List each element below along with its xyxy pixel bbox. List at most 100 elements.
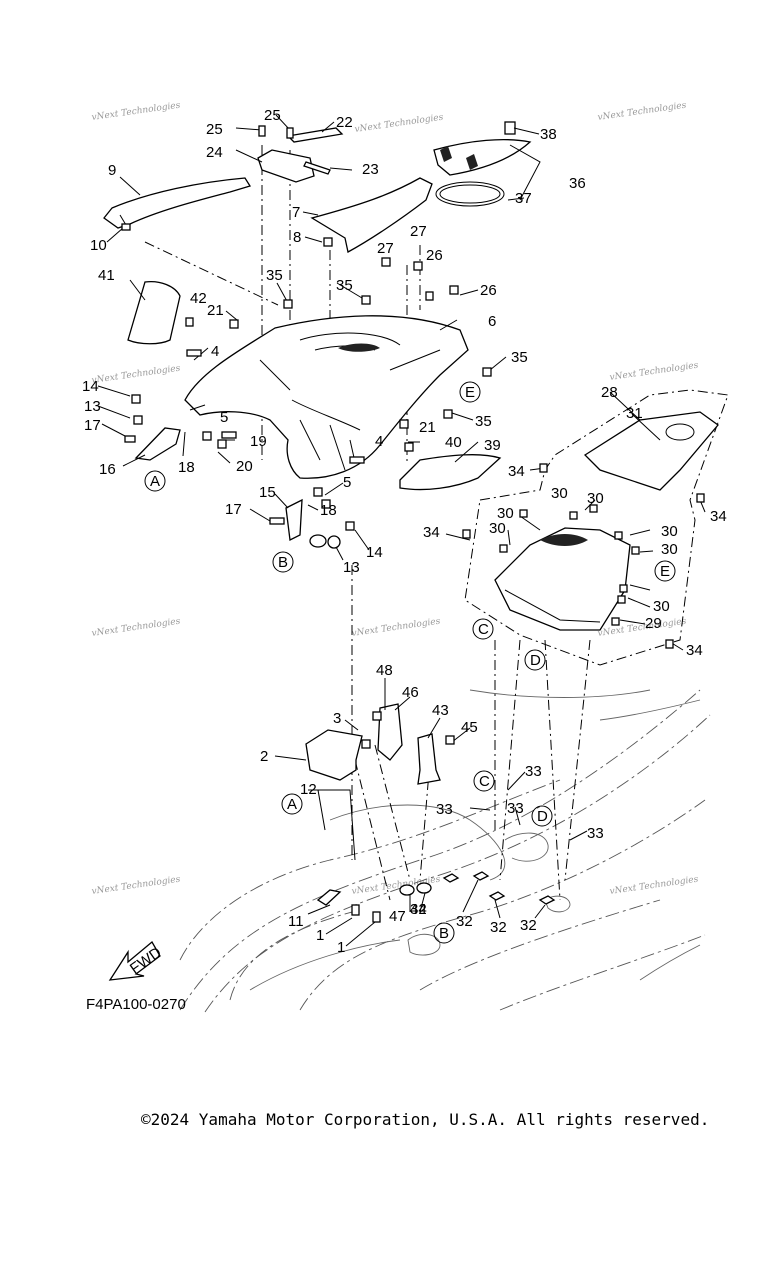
- callout-30: 30: [551, 485, 568, 502]
- callout-35: 35: [266, 267, 283, 284]
- ref-letter-b: B: [278, 554, 288, 571]
- ref-letter-d: D: [537, 808, 548, 825]
- part-23-strip: [303, 161, 331, 175]
- hardware: [121, 125, 705, 923]
- part-24-bracket: [257, 149, 315, 183]
- callout-1: 1: [316, 927, 324, 944]
- callout-36: 36: [569, 175, 586, 192]
- watermark: vNext Technologies: [609, 875, 699, 897]
- ref-letter-a: A: [150, 473, 160, 490]
- callout-10: 10: [90, 237, 107, 254]
- callout-38: 38: [540, 126, 557, 143]
- callout-32: 32: [490, 919, 507, 936]
- watermark: vNext Technologies: [597, 617, 687, 639]
- callout-47: 47: [389, 908, 406, 925]
- callout-33: 33: [507, 800, 524, 817]
- callout-44: 44: [410, 901, 427, 918]
- part-46-duct: [377, 703, 403, 761]
- callout-27: 27: [377, 240, 394, 257]
- callout-4: 4: [211, 343, 219, 360]
- callout-12: 12: [300, 781, 317, 798]
- callout-43: 43: [432, 702, 449, 719]
- callout-30: 30: [489, 520, 506, 537]
- callout-31: 31: [626, 405, 643, 422]
- callout-1: 1: [337, 939, 345, 956]
- callout-15: 15: [259, 484, 276, 501]
- part-43-duct: [417, 733, 441, 785]
- watermark: vNext Technologies: [609, 361, 699, 383]
- callout-40: 40: [445, 434, 462, 451]
- callout-35: 35: [475, 413, 492, 430]
- callout-14: 14: [82, 378, 99, 395]
- callout-30: 30: [497, 505, 514, 522]
- diagram-reference-code: F4PA100-0270: [86, 996, 186, 1013]
- ref-letter-d: D: [530, 652, 541, 669]
- callout-21: 21: [207, 302, 224, 319]
- watermark: vNext Technologies: [91, 101, 181, 123]
- part-39-cover: [399, 454, 502, 491]
- hull-outline: [179, 689, 711, 1013]
- fwd-arrow: FWD: [108, 941, 165, 981]
- parts-diagram: vNext Technologies vNext Technologies vN…: [82, 101, 729, 1013]
- part-15-bracket: [285, 498, 303, 541]
- callout-33: 33: [525, 763, 542, 780]
- part-2-tray: [305, 729, 363, 781]
- callout-35: 35: [336, 277, 353, 294]
- callout-33: 33: [436, 801, 453, 818]
- part-6-deck: [184, 315, 469, 479]
- callout-28: 28: [601, 384, 618, 401]
- callout-18: 18: [178, 459, 195, 476]
- callout-33: 33: [587, 825, 604, 842]
- callout-45: 45: [461, 719, 478, 736]
- callout-9: 9: [108, 162, 116, 179]
- callout-26: 26: [480, 282, 497, 299]
- callout-20: 20: [236, 458, 253, 475]
- callout-18: 18: [320, 502, 337, 519]
- watermark: vNext Technologies: [351, 617, 441, 639]
- callout-32: 32: [410, 901, 427, 918]
- callout-34: 34: [508, 463, 525, 480]
- callout-30: 30: [587, 490, 604, 507]
- part-22-plate: [286, 127, 344, 143]
- callout-26: 26: [426, 247, 443, 264]
- callout-37: 37: [515, 190, 532, 207]
- ref-letter-b: B: [439, 925, 449, 942]
- watermark: vNext Technologies: [91, 875, 181, 897]
- part-38-knob: [504, 121, 516, 135]
- callout-24: 24: [206, 144, 223, 161]
- callout-13: 13: [84, 398, 101, 415]
- part-41-mirror: [127, 280, 181, 345]
- watermark: vNext Technologies: [91, 364, 181, 386]
- leader-lines: [97, 114, 706, 947]
- ref-letter-a: A: [287, 796, 297, 813]
- callout-21: 21: [419, 419, 436, 436]
- callout-30: 30: [653, 598, 670, 615]
- callout-3: 3: [333, 710, 341, 727]
- callout-41: 41: [98, 267, 115, 284]
- callout-25: 25: [206, 121, 223, 138]
- copyright-notice: ©2024 Yamaha Motor Corporation, U.S.A. A…: [141, 1110, 710, 1129]
- callout-30: 30: [661, 523, 678, 540]
- callout-42: 42: [190, 290, 207, 307]
- callout-23: 23: [362, 161, 379, 178]
- callout-29: 29: [645, 615, 662, 632]
- part-9-cover: [103, 177, 252, 229]
- ref-letter-c: C: [478, 621, 489, 638]
- callout-17: 17: [84, 417, 101, 434]
- callout-19: 19: [250, 433, 267, 450]
- callout-22: 22: [336, 114, 353, 131]
- callout-32: 32: [456, 913, 473, 930]
- ref-letter-c: C: [479, 773, 490, 790]
- watermark: vNext Technologies: [597, 101, 687, 123]
- watermark: vNext Technologies: [354, 113, 444, 135]
- callout-4: 4: [375, 433, 383, 450]
- callout-7: 7: [292, 204, 300, 221]
- callout-35: 35: [511, 349, 528, 366]
- reference-markers: A A B B C C D D E E: [144, 381, 676, 944]
- callout-34: 34: [686, 642, 703, 659]
- callout-13: 13: [343, 559, 360, 576]
- callout-48: 48: [376, 662, 393, 679]
- callout-46: 46: [402, 684, 419, 701]
- part-16-handle: [134, 427, 181, 461]
- callout-5: 5: [220, 409, 228, 426]
